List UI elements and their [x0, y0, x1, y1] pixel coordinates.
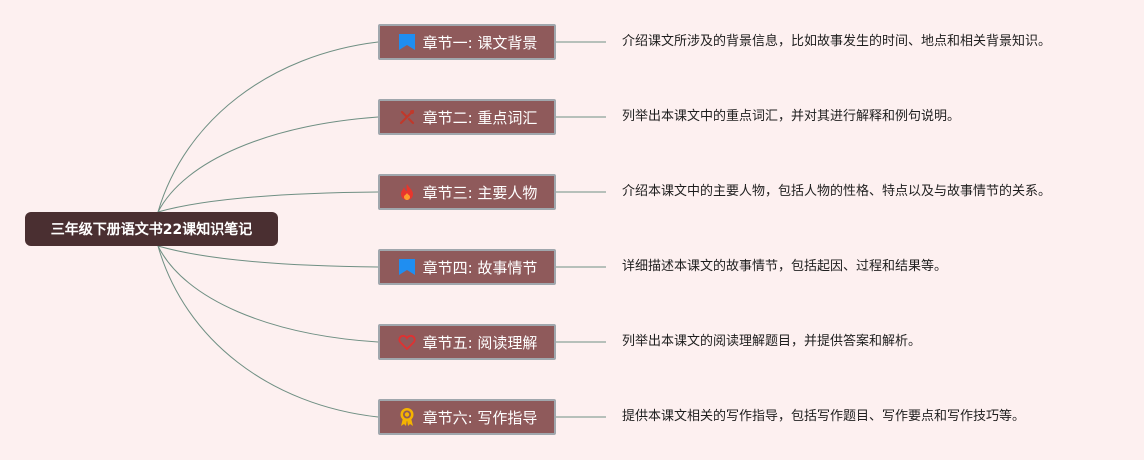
topic-label: 章节三: 主要人物: [422, 183, 538, 202]
branch-line-1: [157, 41, 379, 213]
fire-icon: [397, 182, 417, 202]
topic-label: 章节六: 写作指导: [422, 408, 538, 427]
topic-label: 章节二: 重点词汇: [422, 108, 538, 127]
topic-chapter-5[interactable]: 章节五: 阅读理解: [378, 324, 556, 360]
topic-description: 列举出本课文的阅读理解题目，并提供答案和解析。: [622, 334, 922, 349]
branch-line-3: [157, 191, 379, 213]
topic-chapter-6[interactable]: 章节六: 写作指导: [378, 399, 556, 435]
root-topic[interactable]: 三年级下册语文书22课知识笔记: [25, 212, 278, 246]
topic-label: 章节一: 课文背景: [422, 33, 538, 52]
heart-icon: [397, 332, 417, 352]
flag-icon: [397, 257, 417, 277]
topic-description: 列举出本课文中的重点词汇，并对其进行解释和例句说明。: [622, 109, 961, 124]
topic-description: 介绍课文所涉及的背景信息，比如故事发生的时间、地点和相关背景知识。: [622, 34, 1052, 49]
tools-icon: [397, 107, 417, 127]
topic-description: 提供本课文相关的写作指导，包括写作题目、写作要点和写作技巧等。: [622, 409, 1026, 424]
topic-chapter-3[interactable]: 章节三: 主要人物: [378, 174, 556, 210]
topic-label: 章节四: 故事情节: [422, 258, 538, 277]
branch-line-5: [157, 245, 379, 343]
branch-line-4: [157, 245, 379, 268]
flag-icon: [397, 32, 417, 52]
topic-chapter-2[interactable]: 章节二: 重点词汇: [378, 99, 556, 135]
branch-line-2: [157, 116, 379, 213]
root-topic-label: 三年级下册语文书22课知识笔记: [50, 222, 253, 238]
topic-description: 介绍本课文中的主要人物，包括人物的性格、特点以及与故事情节的关系。: [622, 184, 1052, 199]
medal-icon: [397, 407, 417, 427]
topic-label: 章节五: 阅读理解: [422, 333, 538, 352]
topic-chapter-4[interactable]: 章节四: 故事情节: [378, 249, 556, 285]
topic-chapter-1[interactable]: 章节一: 课文背景: [378, 24, 556, 60]
branch-line-6: [157, 245, 379, 418]
topic-description: 详细描述本课文的故事情节，包括起因、过程和结果等。: [622, 259, 948, 274]
